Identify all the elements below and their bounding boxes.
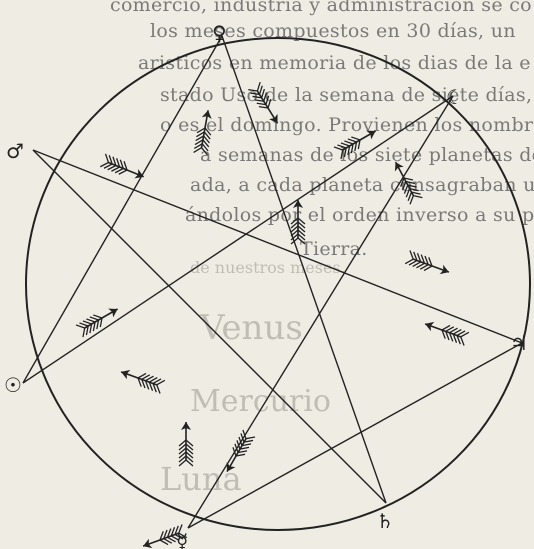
arrow-icon bbox=[423, 317, 469, 345]
mars-icon: ♂ bbox=[6, 139, 24, 163]
mercury-icon: ☿ bbox=[176, 529, 188, 549]
arrow-icon bbox=[194, 109, 215, 155]
saturn-icon: ♄ bbox=[376, 509, 394, 533]
arrow-icon bbox=[179, 422, 193, 466]
moon-icon: ☾ bbox=[446, 85, 464, 109]
star-lines bbox=[23, 36, 522, 528]
arrow-icon bbox=[291, 200, 305, 244]
arrow-icon bbox=[221, 430, 255, 475]
planet-symbols: ♄ ♃ ♂ ☉ ♀ ☿ ☾ bbox=[4, 21, 528, 549]
arrows bbox=[76, 82, 469, 549]
arrow-icon bbox=[334, 125, 379, 159]
jupiter-icon: ♃ bbox=[510, 331, 528, 355]
arrow-icon bbox=[248, 82, 283, 127]
arrow-icon bbox=[389, 159, 422, 204]
arrow-icon bbox=[119, 365, 165, 393]
venus-icon: ♀ bbox=[212, 21, 227, 45]
arrow-icon bbox=[405, 251, 451, 279]
sun-icon: ☉ bbox=[4, 373, 22, 397]
outer-circle bbox=[26, 38, 530, 530]
